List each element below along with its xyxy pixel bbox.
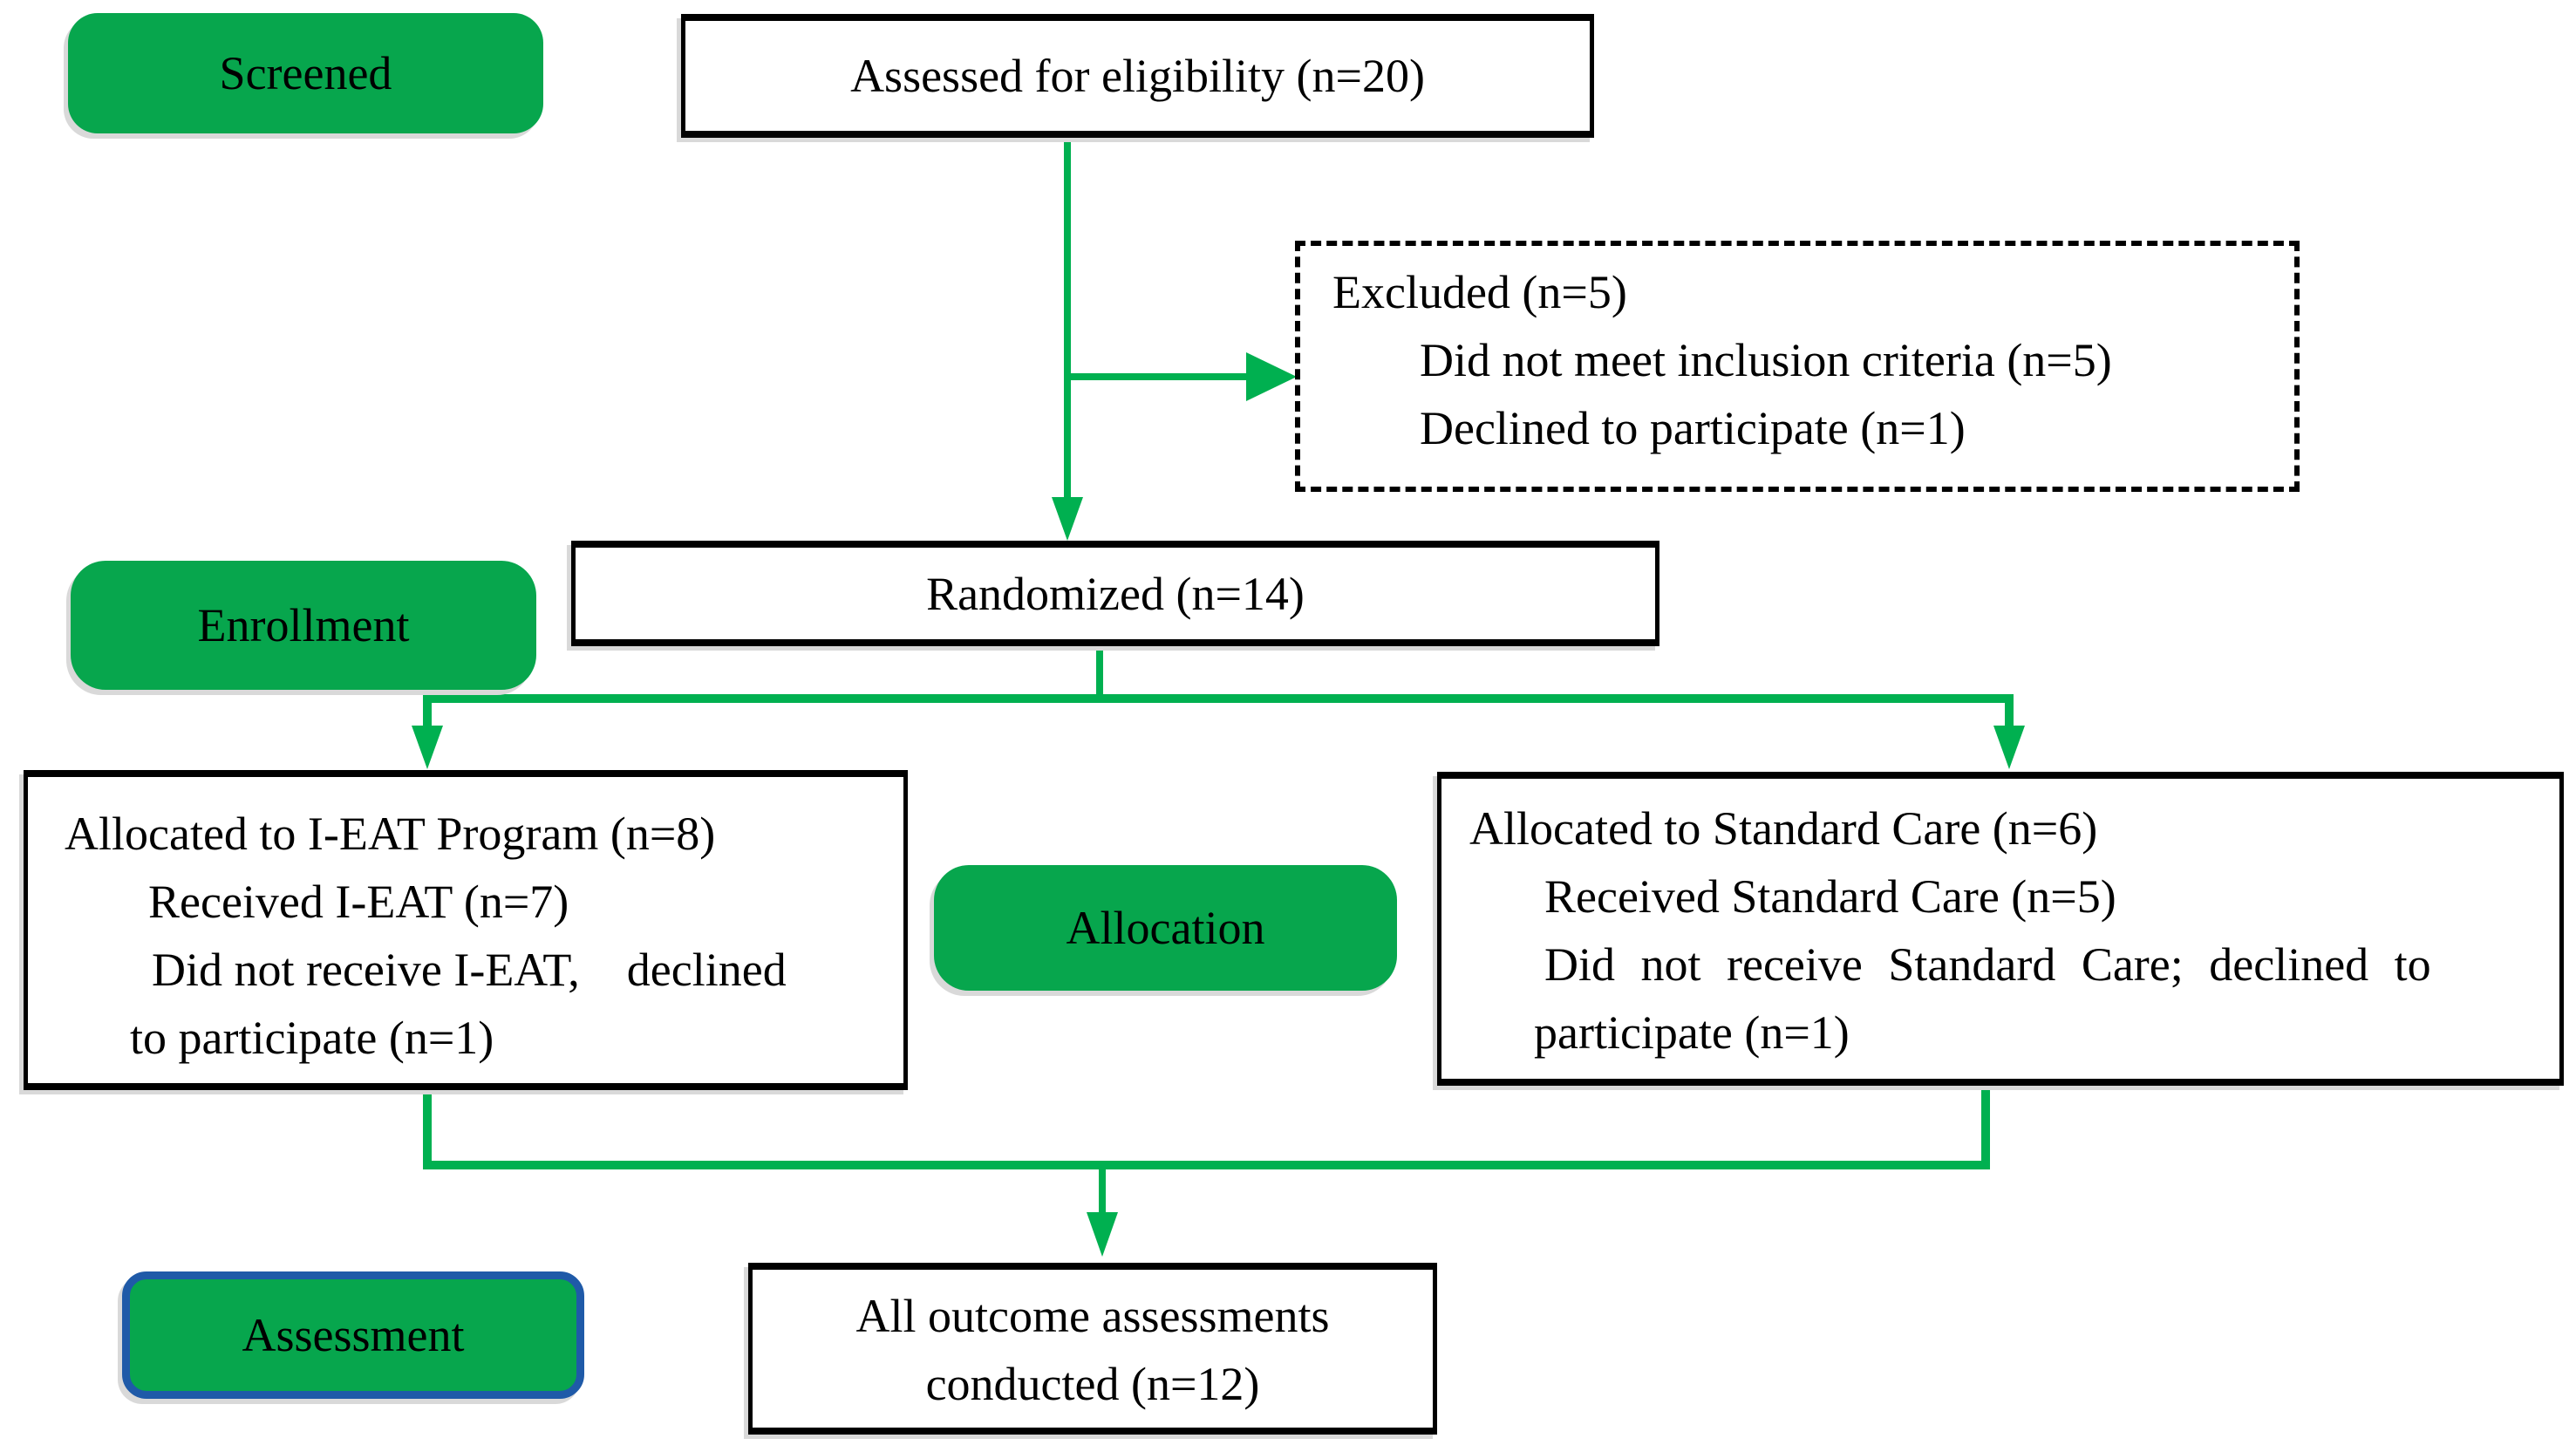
stage-label-assessment: Assessment	[122, 1271, 584, 1399]
outcome-text-line1: All outcome assessments	[855, 1290, 1330, 1342]
box-assessed-for-eligibility: Assessed for eligibility (n=20)	[681, 14, 1594, 138]
box-outcome-assessments: All outcome assessments conducted (n=12)	[748, 1263, 1437, 1435]
ieat-received-text: Received I-EAT (n=7)	[148, 876, 569, 928]
ieat-allocated-text: Allocated to I-EAT Program (n=8)	[65, 808, 716, 860]
box-randomized: Randomized (n=14)	[571, 541, 1659, 646]
excluded-title: Excluded (n=5)	[1332, 266, 1627, 318]
arrowhead-into-excluded	[1246, 352, 1297, 401]
ieat-not-received-text: Did not receive I-EAT, declined	[152, 944, 787, 996]
stage-label-screened: Screened	[68, 13, 543, 133]
stage-label-enrollment-text: Enrollment	[197, 599, 410, 651]
excluded-reason-1: Did not meet inclusion criteria (n=5)	[1420, 334, 2112, 386]
randomized-text: Randomized (n=14)	[926, 567, 1305, 620]
stage-label-screened-text: Screened	[219, 47, 392, 99]
box-standard-care-allocation: Allocated to Standard Care (n=6) Receive…	[1437, 772, 2564, 1086]
arrowhead-into-randomized	[1052, 497, 1083, 541]
standard-allocated-text: Allocated to Standard Care (n=6)	[1469, 802, 2098, 855]
box-ieat-allocation: Allocated to I-EAT Program (n=8) Receive…	[24, 770, 908, 1090]
arrowhead-into-outcome	[1087, 1212, 1118, 1257]
excluded-reason-2: Declined to participate (n=1)	[1420, 402, 1966, 454]
connector-split-bar	[423, 694, 2014, 727]
assessed-for-eligibility-text: Assessed for eligibility (n=20)	[850, 50, 1425, 102]
arrowhead-into-ieat-box	[412, 726, 443, 769]
outcome-text-line2: conducted (n=12)	[925, 1358, 1260, 1410]
stage-label-enrollment: Enrollment	[71, 561, 536, 690]
standard-not-received-text: Did not receive Standard Care; declined …	[1544, 938, 2431, 991]
arrowhead-into-standard-box	[1993, 726, 2025, 769]
standard-received-text: Received Standard Care (n=5)	[1544, 870, 2116, 923]
stage-label-allocation: Allocation	[934, 865, 1397, 991]
standard-not-received-text-cont: participate (n=1)	[1534, 1006, 1850, 1059]
box-excluded: Excluded (n=5) Did not meet inclusion cr…	[1295, 241, 2300, 492]
ieat-not-received-text-cont: to participate (n=1)	[130, 1012, 494, 1064]
connector-merge-bar	[423, 1086, 1990, 1169]
stage-label-assessment-text: Assessment	[242, 1309, 465, 1361]
stage-label-allocation-text: Allocation	[1066, 902, 1265, 954]
